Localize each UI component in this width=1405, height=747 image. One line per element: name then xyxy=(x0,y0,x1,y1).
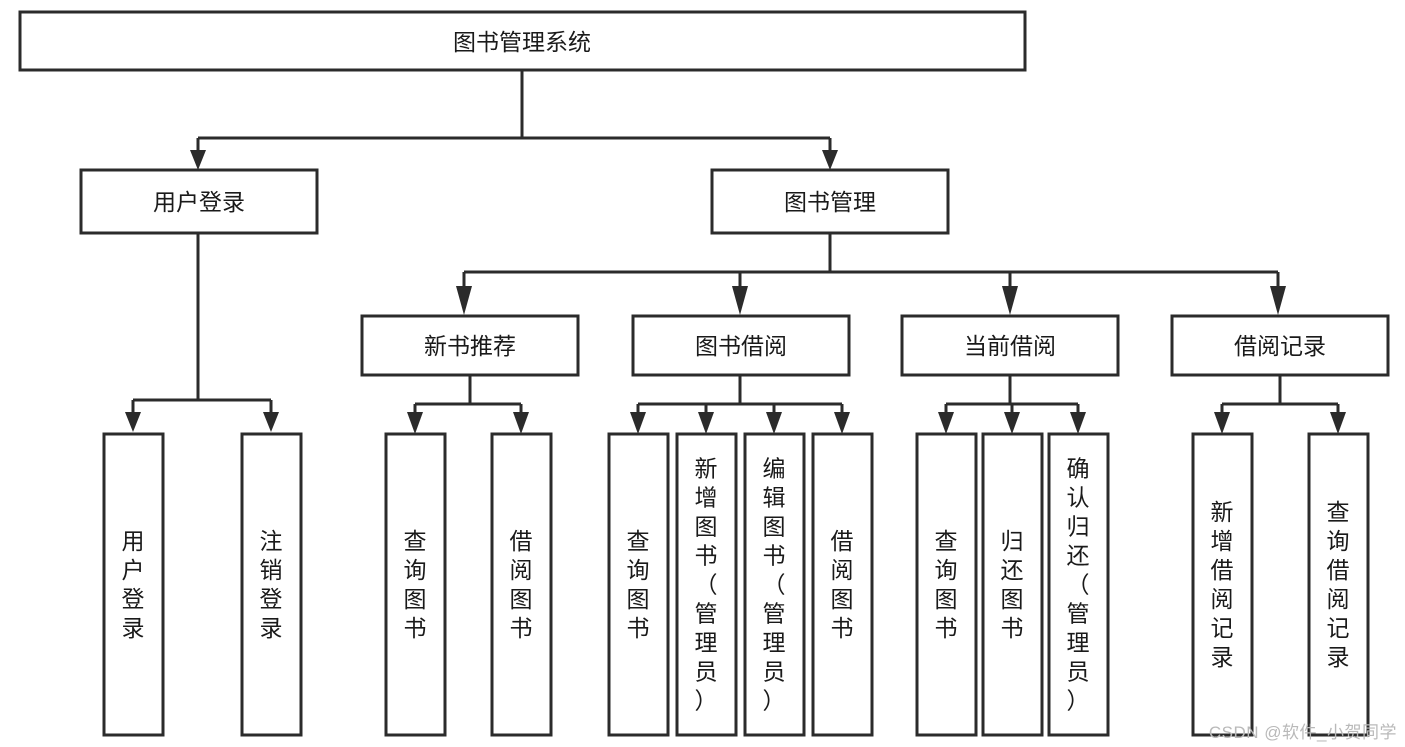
node-leaf-query-book-3-label: 查询图书 xyxy=(935,528,958,641)
node-leaf-logout-login[interactable]: 注销登录 xyxy=(240,432,303,737)
arrow-leaf-borrow-book-2 xyxy=(834,412,850,434)
node-leaf-borrow-book-1[interactable]: 借阅图书 xyxy=(490,432,553,737)
arrow-leaf-query-record xyxy=(1330,412,1346,434)
node-leaf-query-book-1-label: 查询图书 xyxy=(404,528,427,641)
arrow-book-manage xyxy=(822,150,838,170)
node-book-borrow-label: 图书借阅 xyxy=(695,333,787,359)
arrow-new-book-recommend xyxy=(456,286,472,315)
node-leaf-return-book[interactable]: 归还图书 xyxy=(981,432,1044,737)
node-new-book-recommend[interactable]: 新书推荐 xyxy=(360,314,580,377)
arrow-user-login xyxy=(190,150,206,170)
node-leaf-borrow-book-1-box[interactable] xyxy=(490,432,553,737)
node-root-box[interactable] xyxy=(18,10,1027,72)
node-new-book-recommend-label: 新书推荐 xyxy=(424,333,516,359)
node-leaf-confirm-return-label: 确认归还（管理员） xyxy=(1067,456,1090,714)
arrow-current-borrow xyxy=(1002,286,1018,315)
node-current-borrow[interactable]: 当前借阅 xyxy=(900,314,1120,377)
node-book-borrow[interactable]: 图书借阅 xyxy=(631,314,851,377)
node-book-manage-label: 图书管理 xyxy=(784,189,876,215)
arrow-leaf-query-book-1 xyxy=(407,412,423,434)
node-leaf-query-record-box[interactable] xyxy=(1307,432,1370,737)
node-leaf-query-book-3-box[interactable] xyxy=(915,432,978,737)
node-leaf-query-book-1-box[interactable] xyxy=(384,432,447,737)
node-leaf-add-book-box[interactable] xyxy=(675,432,738,737)
node-book-manage[interactable]: 图书管理 xyxy=(710,168,950,235)
arrow-borrow-record xyxy=(1270,286,1286,315)
node-leaf-user-login-label: 用户登录 xyxy=(122,528,145,641)
connector-group xyxy=(125,70,1346,434)
arrow-leaf-user-login xyxy=(125,412,141,432)
node-leaf-confirm-return[interactable]: 确认归还（管理员） xyxy=(1047,432,1110,737)
node-book-manage-box[interactable] xyxy=(710,168,950,235)
node-leaf-query-book-2[interactable]: 查询图书 xyxy=(607,432,670,737)
arrow-leaf-add-record xyxy=(1214,412,1230,434)
node-borrow-record-label: 借阅记录 xyxy=(1234,333,1326,359)
node-leaf-user-login[interactable]: 用户登录 xyxy=(102,432,165,737)
node-leaf-borrow-book-2-label: 借阅图书 xyxy=(831,528,854,641)
node-leaf-add-book[interactable]: 新增图书（管理员） xyxy=(675,432,738,737)
node-new-book-recommend-box[interactable] xyxy=(360,314,580,377)
node-user-login-box[interactable] xyxy=(79,168,319,235)
node-root-label: 图书管理系统 xyxy=(453,29,591,55)
node-leaf-user-login-box[interactable] xyxy=(102,432,165,737)
arrow-leaf-add-book xyxy=(698,412,714,434)
node-leaf-logout-login-label: 注销登录 xyxy=(260,528,283,641)
node-leaf-return-book-box[interactable] xyxy=(981,432,1044,737)
node-leaf-query-record[interactable]: 查询借阅记录 xyxy=(1307,432,1370,737)
arrow-leaf-logout-login xyxy=(263,412,279,432)
node-root[interactable]: 图书管理系统 xyxy=(18,10,1027,72)
leaf-nodes-group: 用户登录 注销登录 查询图书 借阅图书 查询图书 新增图书（管理员） xyxy=(102,432,1370,737)
node-leaf-query-book-2-box[interactable] xyxy=(607,432,670,737)
node-leaf-edit-book-label: 编辑图书（管理员） xyxy=(763,456,786,714)
node-leaf-borrow-book-2[interactable]: 借阅图书 xyxy=(811,432,874,737)
node-leaf-borrow-book-2-box[interactable] xyxy=(811,432,874,737)
node-leaf-query-book-2-label: 查询图书 xyxy=(627,528,650,641)
arrow-leaf-edit-book xyxy=(766,412,782,434)
node-leaf-add-book-label: 新增图书（管理员） xyxy=(695,456,718,714)
node-current-borrow-box[interactable] xyxy=(900,314,1120,377)
node-leaf-confirm-return-box[interactable] xyxy=(1047,432,1110,737)
arrow-leaf-return-book xyxy=(1004,412,1020,434)
node-leaf-add-record[interactable]: 新增借阅记录 xyxy=(1191,432,1254,737)
node-leaf-add-record-box[interactable] xyxy=(1191,432,1254,737)
arrow-leaf-query-book-3 xyxy=(938,412,954,434)
arrow-leaf-confirm-return xyxy=(1070,412,1086,434)
node-leaf-query-book-1[interactable]: 查询图书 xyxy=(384,432,447,737)
node-leaf-query-record-label: 查询借阅记录 xyxy=(1327,499,1350,670)
node-borrow-record[interactable]: 借阅记录 xyxy=(1170,314,1390,377)
node-book-borrow-box[interactable] xyxy=(631,314,851,377)
watermark-text: CSDN @软件_小贺同学 xyxy=(1208,723,1397,742)
arrow-leaf-borrow-book-1 xyxy=(513,412,529,434)
node-leaf-query-book-3[interactable]: 查询图书 xyxy=(915,432,978,737)
node-leaf-edit-book[interactable]: 编辑图书（管理员） xyxy=(743,432,806,737)
arrow-book-borrow xyxy=(732,286,748,315)
node-borrow-record-box[interactable] xyxy=(1170,314,1390,377)
node-leaf-logout-login-box[interactable] xyxy=(240,432,303,737)
node-current-borrow-label: 当前借阅 xyxy=(964,333,1056,359)
node-leaf-borrow-book-1-label: 借阅图书 xyxy=(510,528,533,641)
node-user-login-label: 用户登录 xyxy=(153,189,245,215)
arrow-leaf-query-book-2 xyxy=(630,412,646,434)
node-leaf-edit-book-box[interactable] xyxy=(743,432,806,737)
node-leaf-return-book-label: 归还图书 xyxy=(1001,528,1024,641)
node-leaf-add-record-label: 新增借阅记录 xyxy=(1211,499,1234,670)
node-user-login[interactable]: 用户登录 xyxy=(79,168,319,235)
